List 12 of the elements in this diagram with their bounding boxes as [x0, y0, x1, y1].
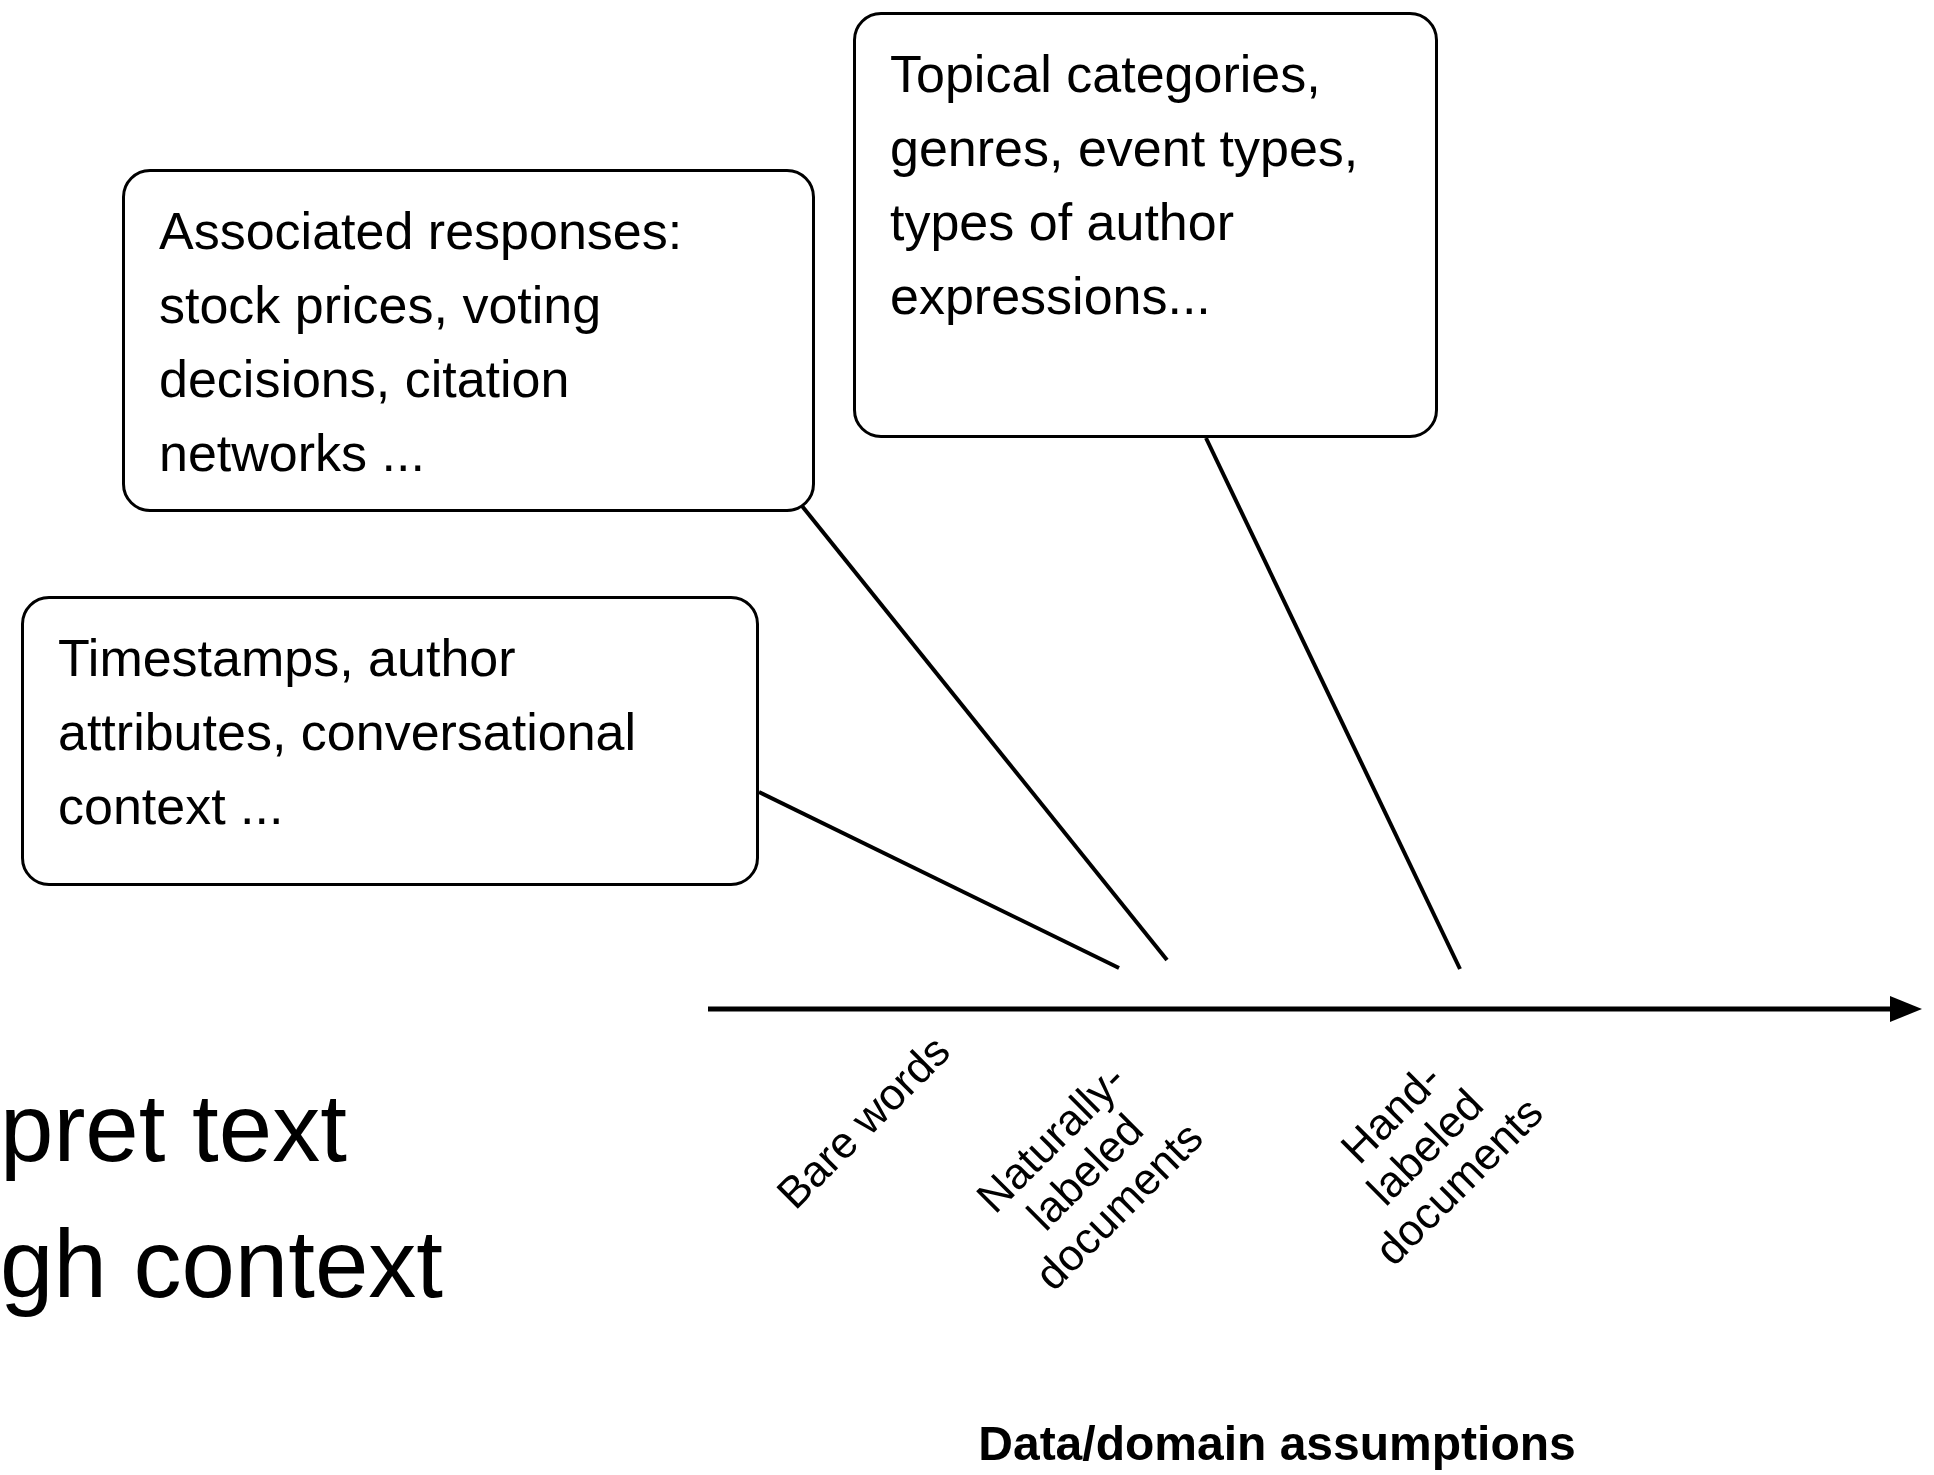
callout-box [853, 12, 1438, 438]
callout-box [122, 169, 815, 512]
title-text: gh context [0, 1211, 443, 1317]
callout-text: Topical categories, genres, event types, types of author expressions... [890, 44, 1360, 327]
leader-line [758, 790, 1120, 970]
callout-box [21, 596, 759, 886]
callout-text: Timestamps, author attributes, conversational context ... [58, 628, 638, 837]
callout-text: Associated responses: stock prices, voting decisions, citation networks ... [159, 201, 684, 484]
leader-line [800, 504, 1169, 962]
leader-line [1204, 437, 1462, 970]
title-text: pret text [0, 1075, 347, 1181]
axis-title: Data/domain assumptions [978, 1416, 1576, 1470]
